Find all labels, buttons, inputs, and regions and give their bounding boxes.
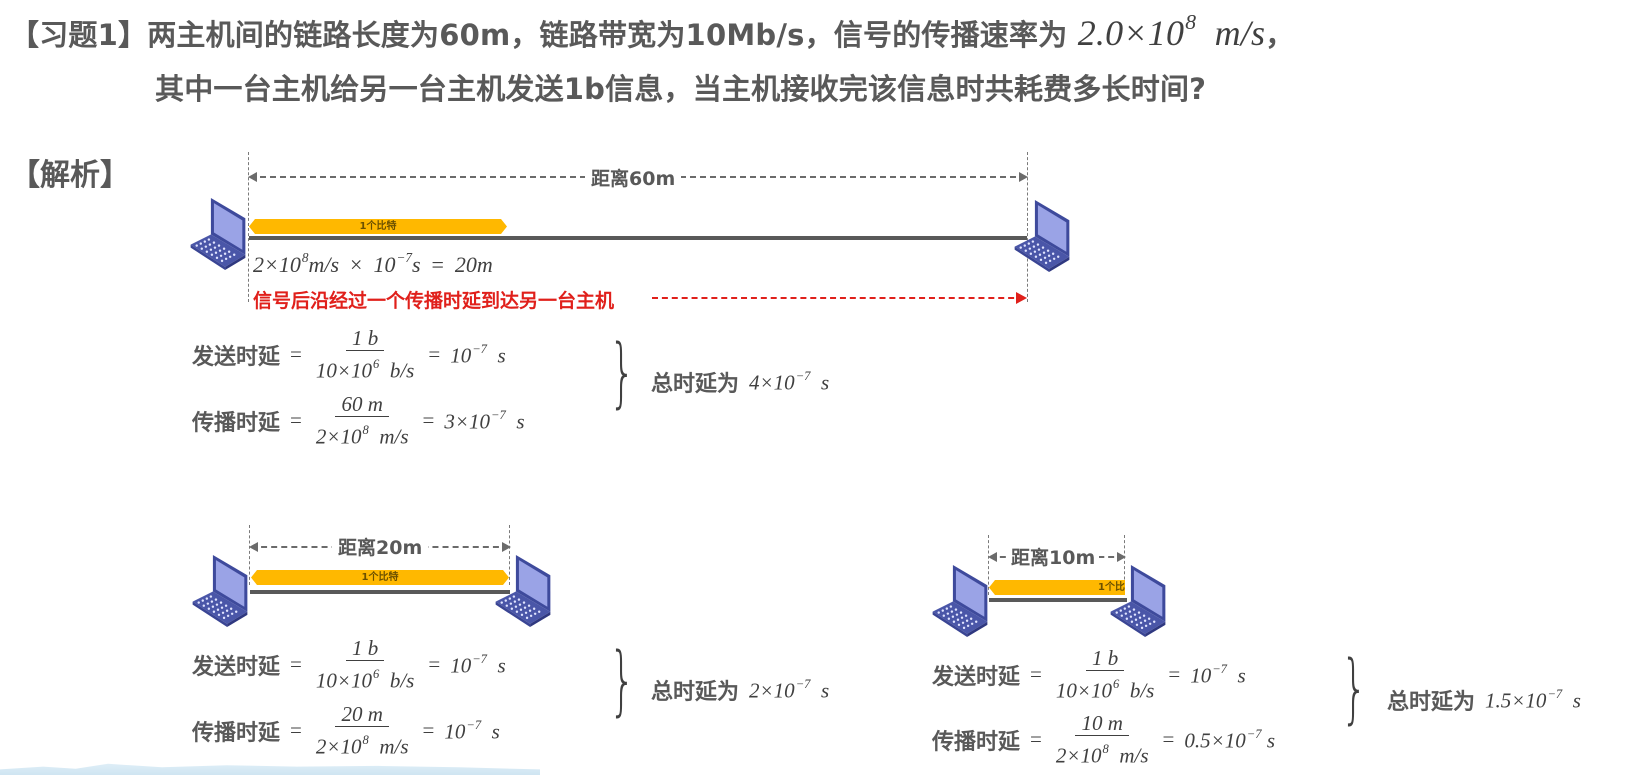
link-line: [989, 598, 1127, 602]
total-delay: 总时延为 2×10−7 s: [651, 676, 830, 705]
brace-icon: }: [1340, 643, 1368, 732]
total-delay: 总时延为 1.5×10−7 s: [1387, 686, 1581, 715]
boundary-line-right: [509, 525, 510, 585]
boundary-line-left: [248, 152, 249, 302]
brace-icon: }: [608, 635, 636, 724]
distance-calc: 2×108m/s × 10−7s = 20m: [253, 250, 493, 277]
link-line: [249, 236, 1027, 240]
decorative-wave: [0, 763, 540, 775]
total-delay: 总时延为 4×10−7 s: [651, 368, 830, 397]
distance-label: 距离20m: [332, 533, 429, 560]
bit-bar: 1个比特: [251, 570, 509, 585]
question-line-2: 其中一台主机给另一台主机发送1b信息，当主机接收完该信息时共耗费多长时间?: [155, 72, 1207, 106]
boundary-line-right: [1027, 152, 1028, 302]
bit-bar: 1个比特: [249, 219, 507, 234]
laptop-icon-sender: [932, 565, 988, 637]
brace-icon: }: [608, 327, 636, 416]
boundary-line-left: [988, 535, 989, 595]
red-arrow: [652, 292, 1027, 304]
laptop-icon-sender: [190, 198, 246, 270]
red-note: 信号后沿经过一个传播时延到达另一台主机: [253, 290, 615, 312]
analysis-label: 【解析】: [10, 158, 130, 193]
speed-formula: 2.0×108 m/s: [1077, 10, 1266, 54]
distance-label: 距离10m: [1007, 543, 1100, 570]
bit-bar: 1个比: [989, 580, 1125, 595]
link-line: [250, 590, 510, 594]
distance-label: 距离60m: [585, 164, 682, 191]
question-text-1: 两主机间的链路长度为60m，链路带宽为10Mb/s，信号的传播速率为: [147, 18, 1068, 53]
question-line-1: 【习题1】两主机间的链路长度为60m，链路带宽为10Mb/s，信号的传播速率为 …: [10, 10, 1295, 54]
question-label: 【习题1】: [10, 18, 148, 53]
laptop-icon-sender: [192, 555, 248, 627]
boundary-line-left: [249, 525, 250, 585]
boundary-line-right: [1124, 535, 1125, 595]
